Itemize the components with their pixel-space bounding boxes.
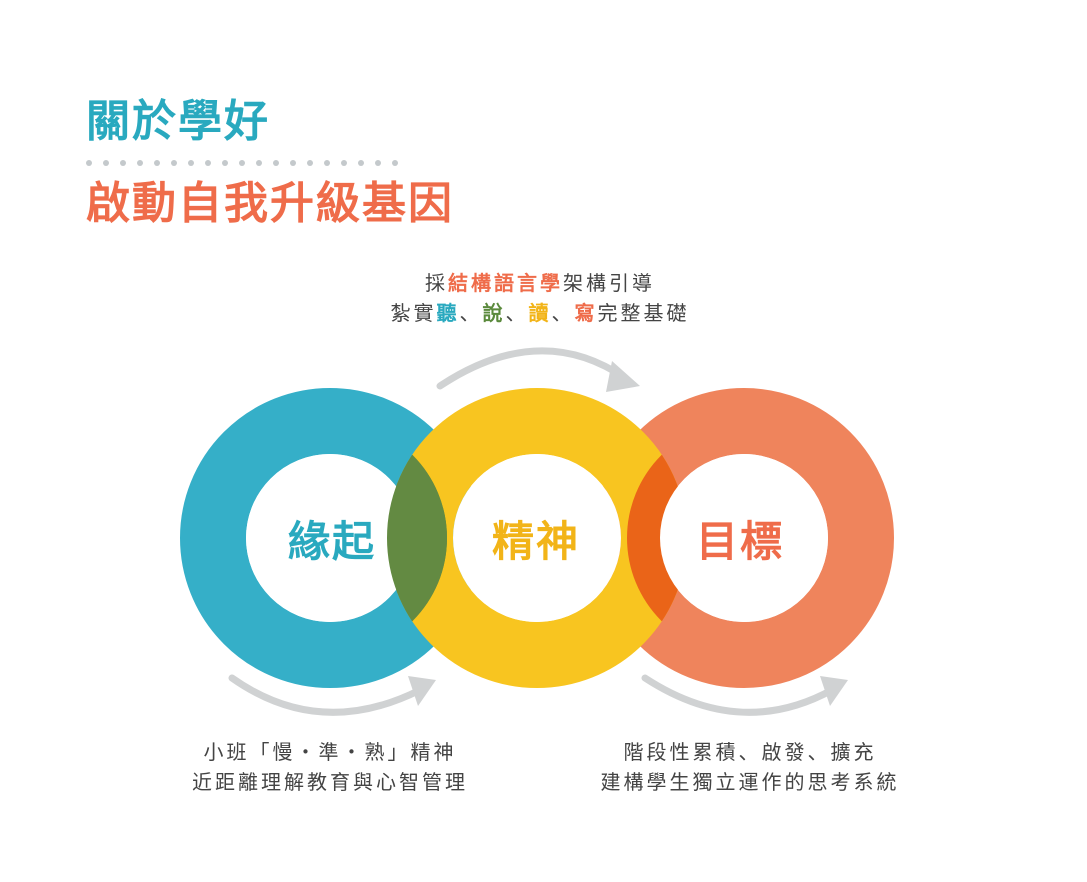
highlight-read: 讀 [528,301,552,325]
caption-bottom-left-line2: 近距離理解教育與心智管理 [192,770,468,794]
ring-label-spirit: 精神 [491,517,580,566]
caption-bottom-left: 小班「慢・準・熟」精神 近距離理解教育與心智管理 [140,737,520,797]
arrow-bottom-right-head [820,676,848,706]
title-block: 關於學好 啟動自我升級基因 [86,96,454,230]
caption-top-line2: 紮實聽、說、讀、寫完整基礎 [390,301,690,325]
ring-label-goal: 目標 [695,517,784,566]
title-sub: 啟動自我升級基因 [86,178,454,230]
ring-label-origin: 緣起 [287,517,376,566]
highlight-listen: 聽 [436,301,460,325]
arrow-bottom-left [228,674,424,716]
overlap-orange [627,421,687,655]
arrow-bottom-left-head [408,676,436,706]
highlight-speak: 說 [482,301,506,325]
caption-top-line1: 採結構語言學架構引導 [425,271,655,295]
dotted-divider [86,160,454,167]
caption-bottom-right: 階段性累積、啟發、擴充 建構學生獨立運作的思考系統 [560,737,940,797]
caption-bottom-right-line2: 建構學生獨立運作的思考系統 [600,770,900,794]
arrow-bottom-right [641,674,836,716]
arrow-top-head [606,361,640,392]
caption-bottom-left-line1: 小班「慢・準・熟」精神 [203,740,457,764]
caption-bottom-right-line1: 階段性累積、啟發、擴充 [623,740,877,764]
caption-top: 採結構語言學架構引導 紮實聽、說、讀、寫完整基礎 [340,268,740,328]
highlight-write: 寫 [574,301,598,325]
title-main: 關於學好 [86,96,270,147]
arrow-top [436,347,629,390]
highlight-structural-linguistics: 結構語言學 [448,271,563,295]
